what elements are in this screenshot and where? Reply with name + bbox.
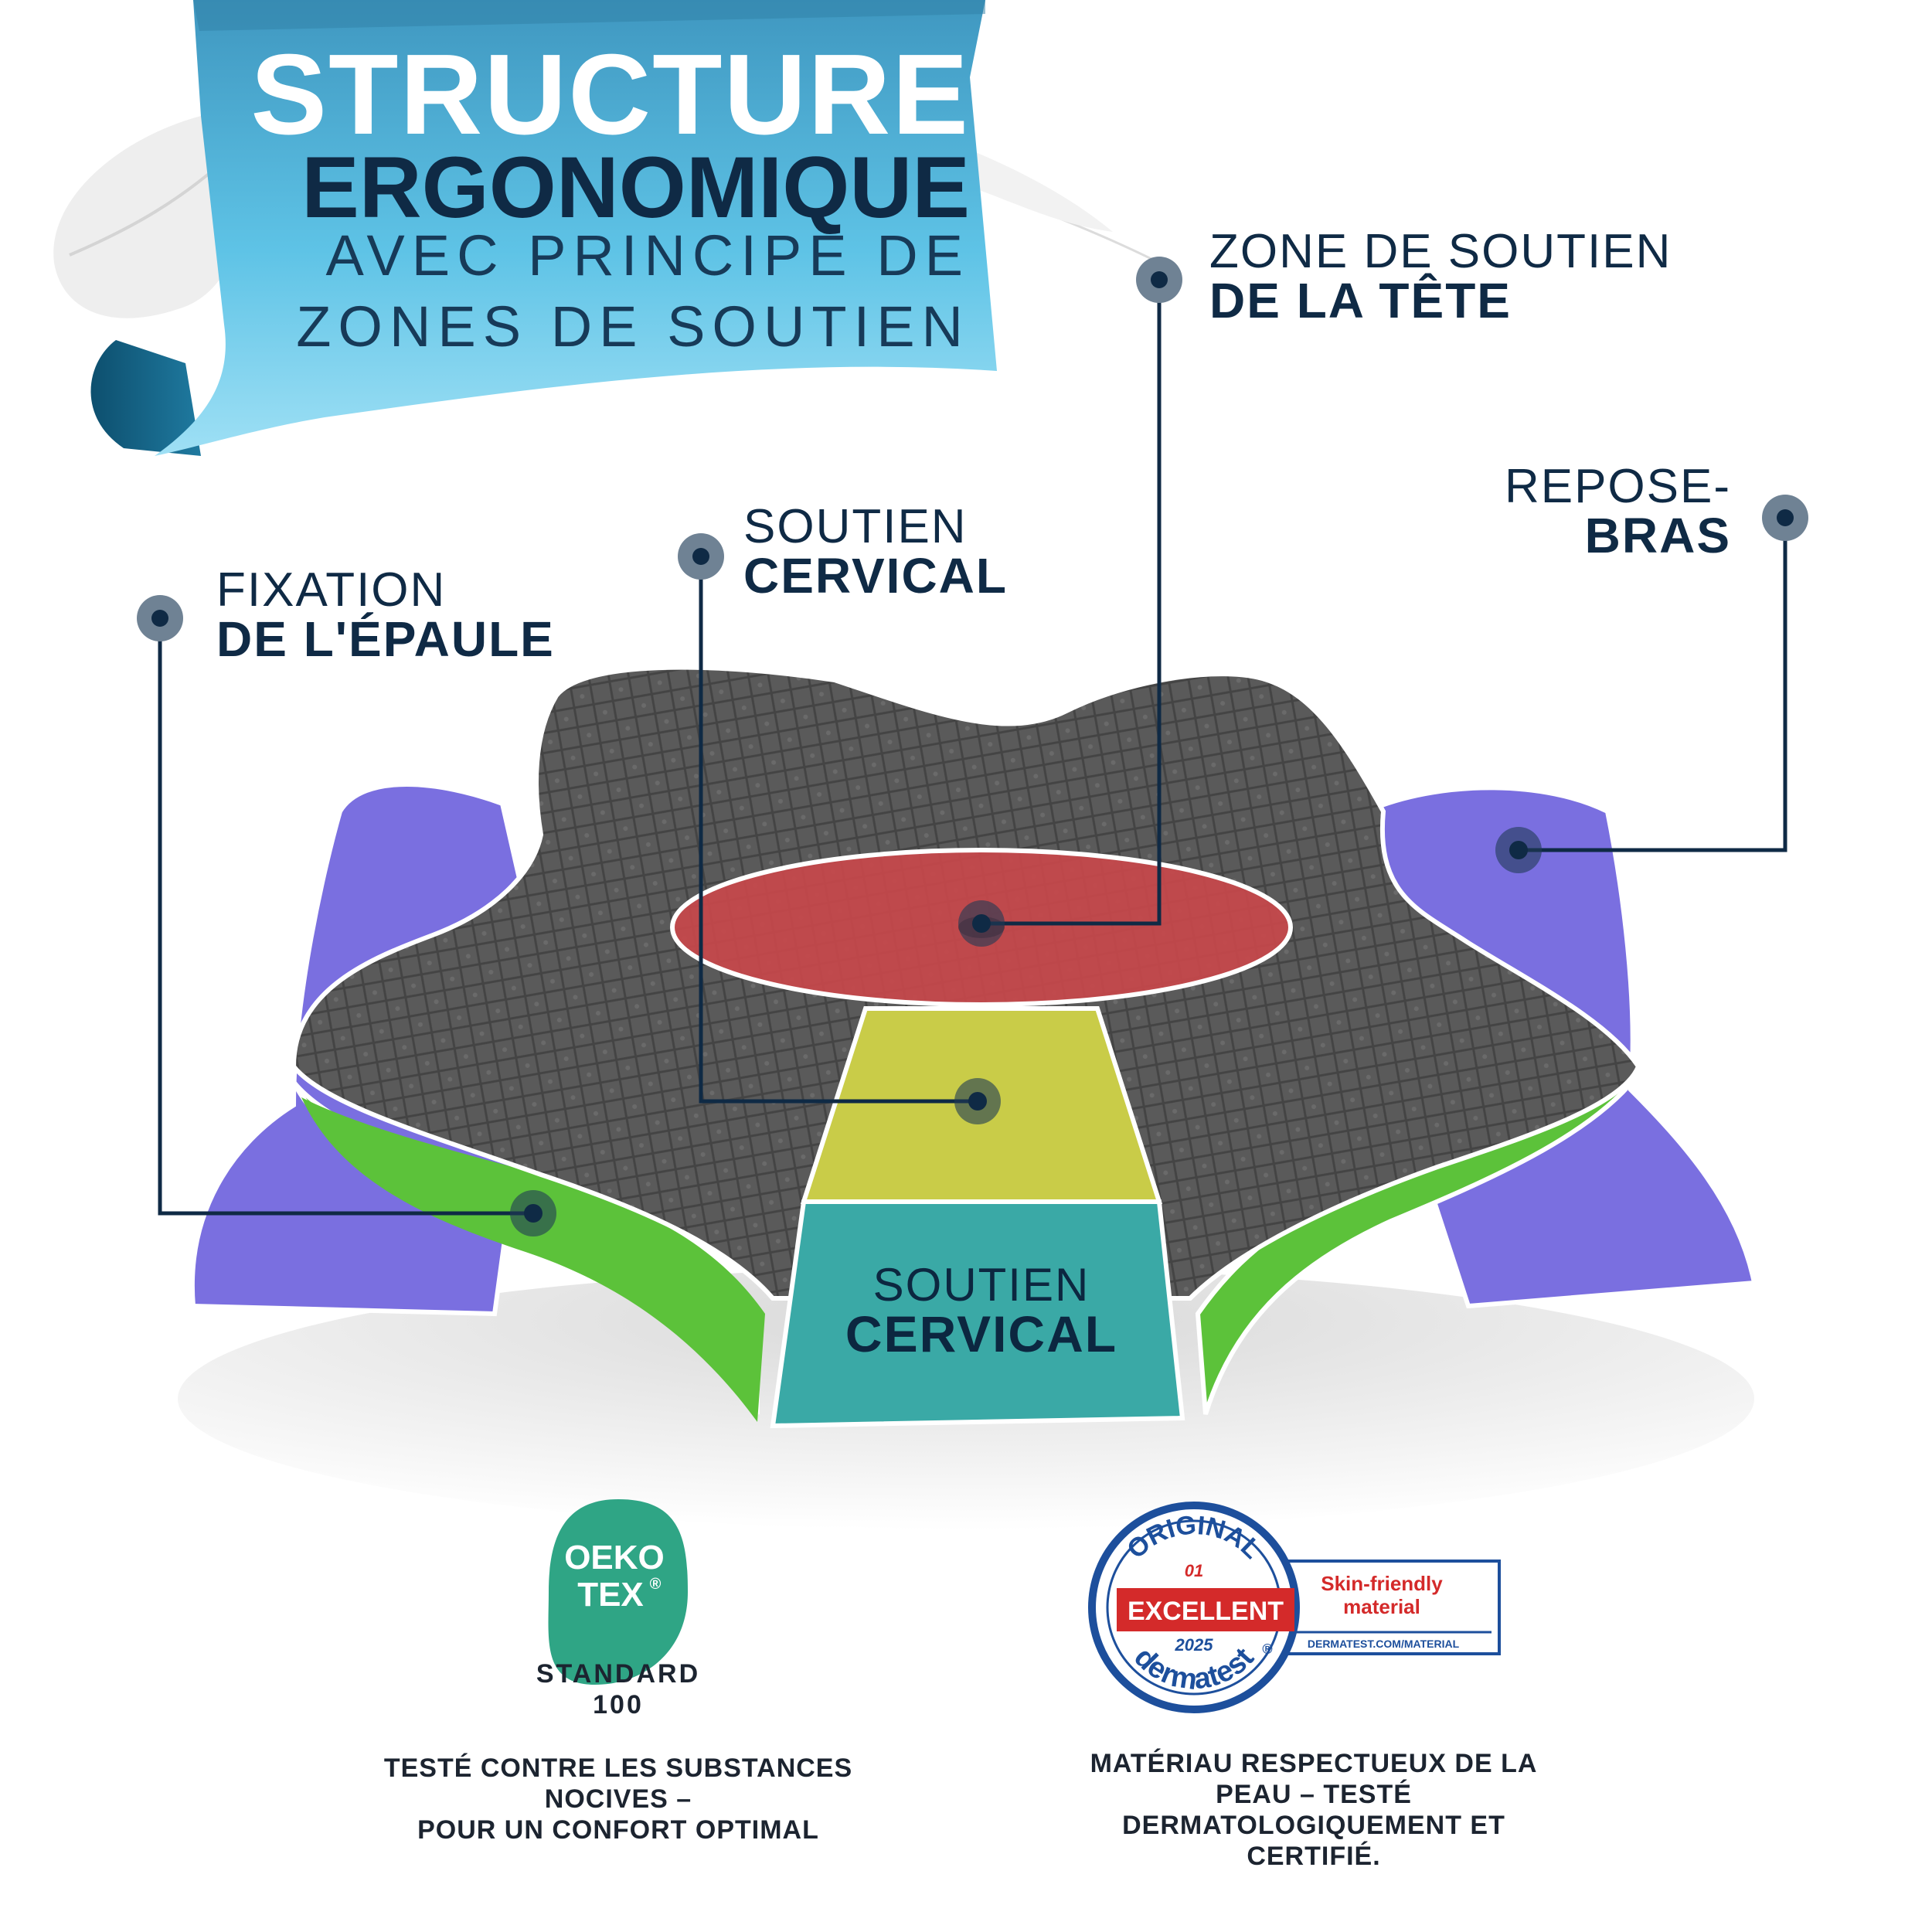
- oekotex-standard-line2: 100: [593, 1690, 644, 1720]
- banner-subtitle-line2: ZONES DE SOUTIEN: [296, 294, 970, 359]
- ribbon-banner: [90, 0, 997, 456]
- callout-line-shoulder: [158, 618, 533, 1216]
- dermatest-caption-line3: DERMATOLOGIQUEMENT ET: [1122, 1811, 1505, 1841]
- oekotex-logo: OEKO TEX ®: [548, 1499, 688, 1685]
- callout-armrest: REPOSE- BRAS: [1453, 462, 1731, 562]
- callout-dots: [137, 257, 1808, 1236]
- callout-line-armrest: [1519, 518, 1787, 852]
- dermatest-seal: Skin-friendly material DERMATEST.COM/MAT…: [1088, 1502, 1501, 1713]
- callout-lines: [158, 280, 1787, 1216]
- banner-subtitle-line1: AVEC PRINCIPE DE: [325, 223, 970, 287]
- dermatest-excellent-band: [1117, 1588, 1294, 1631]
- callout-head-line2: DE LA TÊTE: [1209, 273, 1512, 329]
- oekotex-standard-line1: STANDARD: [536, 1659, 701, 1689]
- banner-title-line1: STRUCTURE: [250, 31, 970, 158]
- callout-shoulder: FIXATION DE L'ÉPAULE: [216, 566, 555, 665]
- dermatest-badge: EXCELLENT: [1128, 1597, 1284, 1626]
- callout-armrest-line1: REPOSE-: [1504, 460, 1731, 513]
- callout-shoulder-line2: DE L'ÉPAULE: [216, 611, 555, 668]
- dot-head-label-core: [1151, 271, 1168, 288]
- dermatest-number: 01: [1185, 1561, 1203, 1580]
- dot-cervical-zone-core: [968, 1092, 987, 1111]
- oekotex-line2: TEX: [577, 1576, 644, 1614]
- dot-shoulder-label-core: [151, 610, 168, 627]
- dermatest-caption: MATÉRIAU RESPECTUEUX DE LA PEAU – TESTÉ …: [1051, 1748, 1577, 1872]
- dermatest-url: DERMATEST.COM/MATERIAL: [1308, 1638, 1460, 1650]
- dermatest-caption-line1: MATÉRIAU RESPECTUEUX DE LA: [1090, 1749, 1538, 1778]
- callout-cervical-top: SOUTIEN CERVICAL: [743, 502, 1008, 602]
- callout-cervical-front: SOUTIEN CERVICAL: [835, 1261, 1128, 1361]
- callout-head-support: ZONE DE SOUTIEN DE LA TÊTE: [1209, 227, 1672, 327]
- dot-shoulder-zone-core: [524, 1204, 543, 1223]
- cervical-front-zone: [770, 1199, 1185, 1429]
- dot-armrest-zone-core: [1509, 841, 1528, 859]
- oekotex-reg-mark: ®: [650, 1576, 662, 1593]
- callout-shoulder-line1: FIXATION: [216, 563, 447, 617]
- callout-cervical-top-line1: SOUTIEN: [743, 500, 968, 553]
- oekotex-caption-line3: POUR UN CONFORT OPTIMAL: [417, 1815, 819, 1845]
- dot-head-zone-core: [972, 914, 991, 933]
- dermatest-box-line2: material: [1343, 1595, 1420, 1618]
- oekotex-line1: OEKO: [564, 1539, 665, 1577]
- callout-cervical-front-line1: SOUTIEN: [872, 1259, 1090, 1311]
- dermatest-caption-line4: CERTIFIÉ.: [1247, 1842, 1381, 1872]
- callout-cervical-top-line2: CERVICAL: [743, 548, 1008, 604]
- dermatest-box-line1: Skin-friendly: [1321, 1572, 1443, 1595]
- callout-line-head: [981, 280, 1162, 926]
- dot-cervical-label-core: [692, 548, 709, 565]
- shoulder-zone-left-fill: [301, 1097, 765, 1422]
- callout-armrest-line2: BRAS: [1584, 508, 1731, 564]
- dermatest-caption-line2: PEAU – TESTÉ: [1216, 1780, 1412, 1810]
- oekotex-caption-line1: TESTÉ CONTRE LES SUBSTANCES: [383, 1753, 853, 1783]
- callout-cervical-front-line2: CERVICAL: [845, 1305, 1118, 1363]
- banner-title-line2: ERGONOMIQUE: [301, 139, 970, 236]
- oekotex-caption: TESTÉ CONTRE LES SUBSTANCES NOCIVES – PO…: [340, 1753, 896, 1845]
- dermatest-reg-mark: ®: [1262, 1641, 1272, 1657]
- pillow: [189, 665, 1757, 1429]
- dermatest-year: 2025: [1175, 1635, 1214, 1655]
- oekotex-standard: STANDARD 100: [533, 1658, 703, 1720]
- oekotex-caption-line2: NOCIVES –: [544, 1784, 692, 1815]
- dot-armrest-label-core: [1777, 509, 1794, 526]
- callout-line-cervical: [699, 556, 978, 1104]
- callout-head-line1: ZONE DE SOUTIEN: [1209, 225, 1672, 278]
